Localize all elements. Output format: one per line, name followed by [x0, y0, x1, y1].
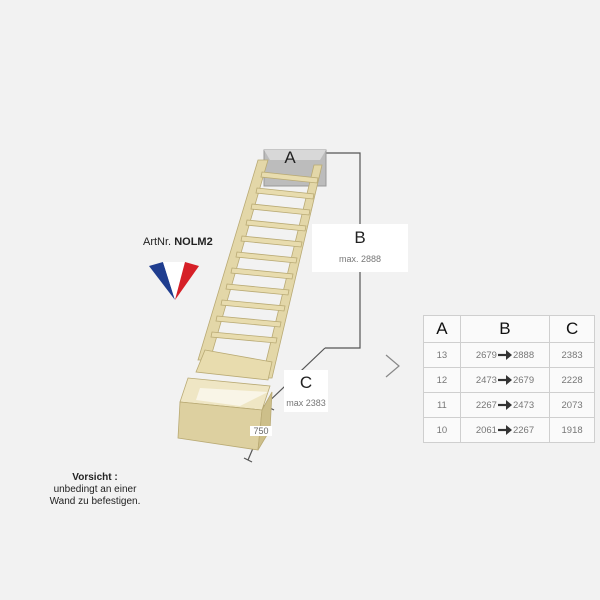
cell-b-from: 2061 — [475, 424, 497, 436]
article-prefix: ArtNr. — [143, 236, 172, 248]
treads — [210, 171, 319, 344]
chevron-right-icon — [385, 354, 400, 378]
cell-c: 2073 — [549, 392, 595, 418]
winder-top — [195, 349, 273, 381]
cell-b: 2473 2679 — [459, 367, 551, 393]
cell-b: 2061 2267 — [459, 417, 551, 443]
warning-line-1: unbedingt an einer — [53, 484, 137, 495]
cell-b-to: 2473 — [512, 399, 535, 411]
cell-b: 2679 2888 — [459, 342, 551, 368]
arrow-right-icon — [497, 349, 512, 360]
arrow-right-icon — [497, 374, 512, 385]
cell-b-to: 2888 — [512, 349, 535, 361]
table-header-c: C — [549, 315, 595, 343]
arrow-right-icon — [497, 399, 512, 410]
article-code: NOLM2 — [174, 236, 213, 248]
label-b-box: B max. 2888 — [312, 224, 408, 272]
table-header-b: B — [459, 315, 551, 343]
cell-a: 13 — [423, 342, 461, 368]
dimension-tick — [243, 457, 253, 463]
warning-line-2: Wand zu befestigen. — [49, 496, 141, 507]
cell-b-from: 2679 — [475, 349, 497, 361]
table-row: 11 2267 2473 2073 — [423, 392, 595, 418]
cell-c: 2383 — [549, 342, 595, 368]
table-row: 10 2061 2267 1918 — [423, 417, 595, 443]
label-a: A — [284, 148, 296, 167]
warning-note: Vorsicht : unbedingt an einer Wand zu be… — [40, 472, 150, 508]
article-number: ArtNr. NOLM2 — [143, 236, 213, 248]
cell-a: 10 — [423, 417, 461, 443]
cell-b-from: 2473 — [475, 374, 497, 386]
table-row: 12 2473 2679 2228 — [423, 367, 595, 393]
label-b-max: max. 2888 — [338, 254, 382, 264]
cell-b-to: 2679 — [512, 374, 535, 386]
cell-a: 12 — [423, 367, 461, 393]
arrow-right-icon — [497, 424, 512, 435]
label-c-max: max 2383 — [286, 398, 326, 408]
label-c-box: C max 2383 — [284, 370, 328, 412]
table-row: 13 2679 2888 2383 — [423, 342, 595, 368]
cell-a: 11 — [423, 392, 461, 418]
table-header-row: A B C — [423, 315, 595, 343]
label-c: C — [299, 373, 313, 392]
label-width: 750 — [250, 426, 272, 436]
cell-b-to: 2267 — [512, 424, 535, 436]
label-b: B — [354, 228, 366, 247]
cell-c: 2228 — [549, 367, 595, 393]
cell-b: 2267 2473 — [459, 392, 551, 418]
french-flag-icon — [149, 262, 199, 300]
warning-title: Vorsicht : — [72, 472, 118, 483]
cell-b-from: 2267 — [475, 399, 497, 411]
table-header-a: A — [423, 315, 461, 343]
cell-c: 1918 — [549, 417, 595, 443]
